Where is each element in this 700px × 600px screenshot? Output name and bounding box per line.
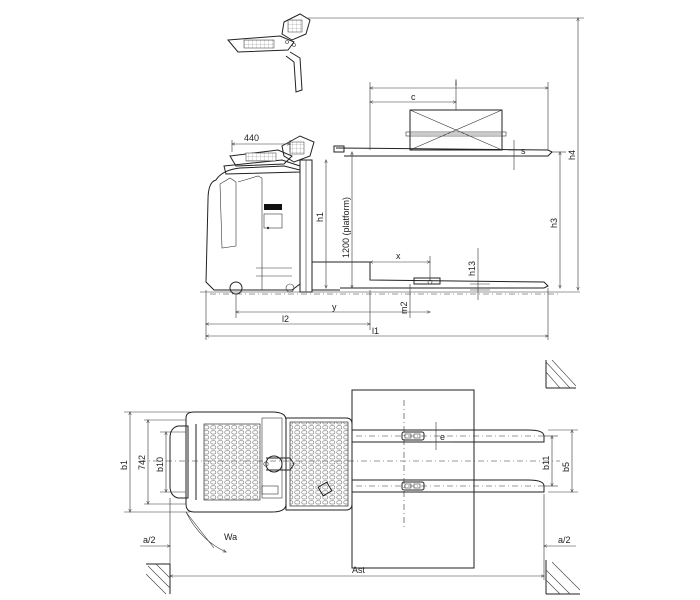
tiller-raised-detail — [226, 13, 311, 93]
steering-head — [265, 455, 283, 473]
dim-a2-left-label: a/2 — [143, 535, 156, 545]
aisle-wall-right — [545, 359, 577, 389]
top-view: b1 742 b10 e b11 b5 — [119, 359, 581, 595]
dim-h13-label: h13 — [467, 261, 477, 276]
dim-440-label: 440 — [244, 133, 259, 143]
pallet-outline — [351, 389, 475, 569]
dim-y-label: y — [332, 302, 337, 312]
dim-l1-label: l1 — [372, 326, 379, 336]
dim-h4-label: h4 — [567, 150, 577, 160]
dim-s-label: s — [521, 146, 526, 156]
truck-body-top — [169, 411, 353, 513]
platform-mat — [289, 421, 349, 507]
aisle-wall-left — [145, 563, 171, 595]
side-view: 440 l c s h4 h3 h1 — [200, 13, 584, 340]
dim-x-label: x — [396, 251, 401, 261]
operator-floor-mat — [203, 423, 261, 501]
dim-l2-label: l2 — [282, 314, 289, 324]
dim-b1-label: b1 — [119, 460, 129, 470]
aisle-wall-bottom-right — [545, 560, 581, 595]
dim-a2-right-label: a/2 — [558, 535, 571, 545]
dim-platform-label: 1200 (platform) — [341, 197, 351, 258]
dim-m2-label: m2 — [399, 301, 409, 314]
dim-ast-label: Ast — [352, 565, 366, 575]
dim-b11-label: b11 — [541, 456, 551, 470]
dim-b5-label: b5 — [561, 462, 571, 472]
dim-wa-label: Wa — [224, 532, 237, 542]
truck-body-side — [205, 159, 340, 295]
display-panel — [264, 204, 282, 210]
dim-l-label: l — [455, 78, 457, 88]
dim-742-label: 742 — [137, 455, 147, 470]
dim-e-label: e — [440, 432, 445, 442]
dim-h1-label: h1 — [315, 212, 325, 222]
dim-b10-label: b10 — [155, 457, 165, 472]
top-dimensions: b1 742 b10 e b11 b5 — [119, 412, 578, 580]
dim-h3-label: h3 — [549, 218, 559, 228]
fork-raised-with-load — [333, 109, 553, 157]
dim-c-label: c — [411, 92, 416, 102]
side-dimensions: 440 l c s h4 h3 h1 — [206, 18, 584, 340]
